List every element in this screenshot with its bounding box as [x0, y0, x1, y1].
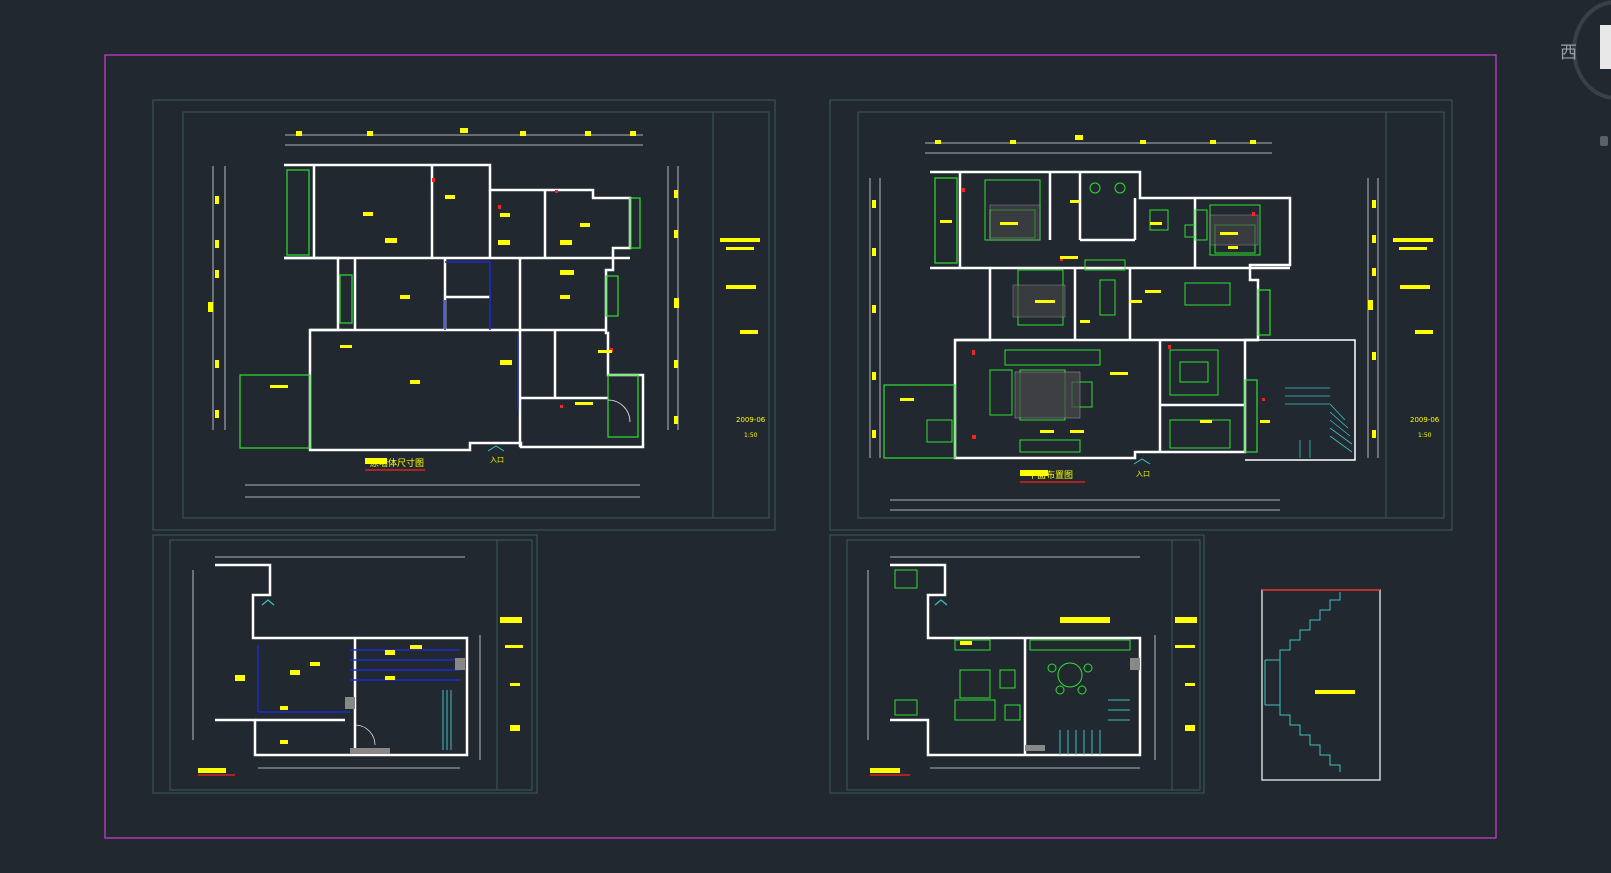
- sheet-frame: [829, 99, 1453, 531]
- compass-west-label[interactable]: 西: [1560, 43, 1577, 63]
- room-labels: [270, 195, 612, 464]
- entrance-arrow: [487, 445, 505, 452]
- title-block: [1393, 238, 1433, 334]
- dimension-text: [935, 135, 1256, 144]
- sheet-4[interactable]: [829, 534, 1205, 794]
- markers: [962, 188, 1265, 439]
- sheet-3[interactable]: [152, 534, 538, 794]
- windows: [444, 261, 519, 410]
- rug: [1014, 371, 1081, 419]
- walls: [284, 163, 645, 452]
- stair-treads: [1285, 387, 1353, 458]
- dimension-text: [296, 128, 636, 136]
- dimension-text: [208, 196, 219, 418]
- markers: [432, 178, 613, 408]
- viewcube-face[interactable]: [1600, 25, 1611, 69]
- column: [345, 697, 355, 709]
- viewcube-menu-icon[interactable]: [1600, 136, 1608, 146]
- title-block: [720, 238, 760, 334]
- entrance-arrow: [1133, 458, 1151, 465]
- sheet-inner-frame: [857, 111, 1445, 519]
- stair-well: [1245, 339, 1356, 461]
- sheet-frame: [152, 99, 776, 531]
- sheet-frame: [152, 534, 538, 794]
- walls: [215, 563, 469, 757]
- column: [350, 748, 390, 754]
- balconies: [239, 169, 641, 449]
- drawing-date: 2009-06: [1410, 416, 1440, 424]
- entrance-arrow: [934, 599, 948, 606]
- viewcube[interactable]: 西: [1560, 0, 1611, 146]
- door-swing: [354, 724, 376, 746]
- column: [1025, 745, 1045, 751]
- sheet-1[interactable]: 原墙体尺寸图 入口 2009-06 1:50: [152, 99, 776, 531]
- sheet-inner-frame: [169, 539, 533, 791]
- sheet-title: 平面布置图: [1028, 469, 1073, 481]
- furniture: [894, 569, 1131, 721]
- sheet-inner-frame: [182, 111, 770, 519]
- dimension-text: [872, 200, 876, 438]
- drawing-date: 2009-06: [736, 416, 766, 424]
- entrance-label: 入口: [490, 456, 504, 464]
- stair-treads: [1059, 699, 1130, 755]
- column: [1130, 658, 1140, 670]
- room-labels: [870, 617, 1197, 773]
- sheet-2[interactable]: 平面布置图 入口 2009-06 1:50: [829, 99, 1453, 531]
- entrance-arrow: [261, 599, 275, 606]
- entrance-label: 入口: [1136, 470, 1150, 478]
- drawing-scale: 1:50: [1418, 432, 1432, 439]
- walls: [890, 563, 1142, 757]
- sheet-inner-frame: [846, 539, 1201, 791]
- balconies: [883, 177, 1271, 459]
- sheet-5[interactable]: [1261, 589, 1381, 781]
- stair-note: [1315, 690, 1355, 694]
- dimension-text: [674, 190, 679, 424]
- column: [455, 658, 465, 670]
- sheet-frame: [829, 534, 1205, 794]
- rug: [1209, 214, 1259, 246]
- door-swing: [607, 399, 631, 423]
- drawing-scale: 1:50: [744, 432, 758, 439]
- stair-rail: [442, 690, 452, 750]
- dimension-text: [1368, 200, 1376, 438]
- room-labels: [900, 200, 1270, 476]
- layout-border: [104, 54, 1497, 839]
- room-labels: [198, 617, 523, 773]
- sheet-title: 原墙体尺寸图: [370, 457, 424, 469]
- windows: [257, 645, 460, 713]
- stair-profile: [1264, 592, 1341, 772]
